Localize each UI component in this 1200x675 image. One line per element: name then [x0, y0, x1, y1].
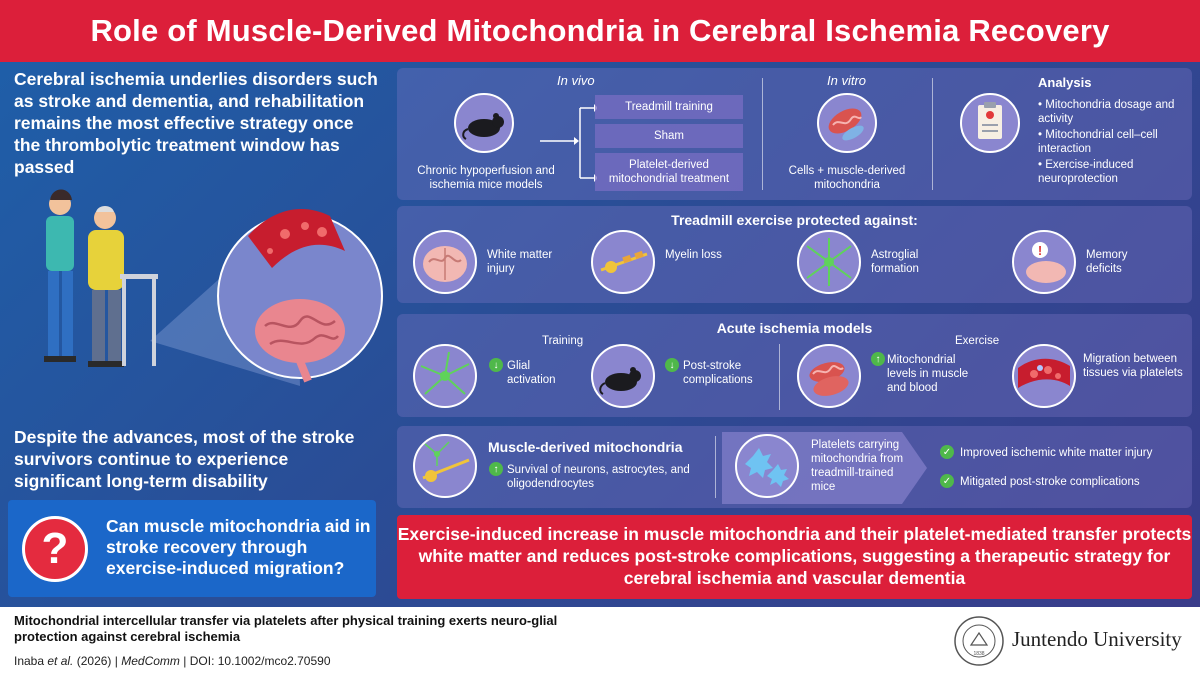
- sham-box: Sham: [595, 124, 743, 148]
- question-icon: ?: [22, 516, 88, 582]
- separator: |: [114, 654, 118, 668]
- neuron-icon: [413, 434, 477, 498]
- intro-text: Cerebral ischemia underlies disorders su…: [14, 69, 378, 177]
- treadmill-training-box: Treadmill training: [595, 95, 743, 119]
- brain-icon: [413, 230, 477, 294]
- divider: [779, 344, 780, 410]
- check-icon: ✓: [940, 445, 954, 459]
- clipboard-icon: [960, 93, 1020, 153]
- footer: Mitochondrial intercellular transfer via…: [0, 607, 1200, 675]
- training-label: Training: [542, 335, 584, 347]
- blood-vessel-icon: [1012, 344, 1076, 408]
- doi: DOI: 10.1002/mco2.70590: [189, 654, 331, 668]
- mouse-icon: [591, 344, 655, 408]
- analysis-item: • Exercise-induced neuroprotection: [1038, 159, 1134, 185]
- exercise-label: Exercise: [955, 335, 1000, 347]
- acute-heading: Acute ischemia models: [716, 320, 873, 336]
- treatment-arrows: [540, 104, 597, 182]
- patient-illustration: [44, 189, 383, 386]
- muscle-heading: Muscle-derived mitochondria: [488, 439, 683, 455]
- methods-panel: In vivo Chronic hypoperfusion and ischem…: [397, 68, 1192, 200]
- caregiver-figure: [44, 189, 76, 362]
- authors: Inaba: [14, 654, 45, 668]
- divider: [715, 436, 716, 498]
- arrow-up-icon: ↑: [489, 462, 503, 476]
- glial-activation-label: Glial activation: [507, 360, 556, 386]
- main-area: Cerebral ischemia underlies disorders su…: [0, 62, 1200, 607]
- seal-year: 1838: [973, 651, 984, 657]
- post-stroke-complications-label: Post-stroke complications: [683, 360, 753, 386]
- arrow-down-icon: ↓: [665, 358, 679, 372]
- acute-ischemia-panel: Acute ischemia models Training Exercise …: [397, 314, 1192, 417]
- migration-label: Migration between tissues via platelets: [1083, 353, 1183, 379]
- citation: Inaba et al. (2026) | MedComm | DOI: 10.…: [14, 654, 331, 668]
- neuron-icon: [591, 230, 655, 294]
- check-icon: ✓: [940, 474, 954, 488]
- research-question-box: ? Can muscle mitochondria aid in stroke …: [8, 500, 376, 597]
- patient-scene: [0, 156, 385, 406]
- mitochondria-icon: [797, 344, 861, 408]
- platelet-icon: [735, 434, 799, 498]
- conclusion-box: Exercise-induced increase in muscle mito…: [397, 515, 1192, 599]
- in-vitro-label: In vitro: [827, 73, 867, 88]
- in-vivo-label: In vivo: [557, 73, 595, 88]
- astrocyte-icon: [797, 230, 861, 294]
- arrow-down-icon: ↓: [489, 358, 503, 372]
- treadmill-panel: Treadmill exercise protected against: Wh…: [397, 206, 1192, 303]
- brain-icon: [255, 299, 345, 383]
- year: (2026): [76, 654, 112, 668]
- treadmill-heading: Treadmill exercise protected against:: [671, 212, 918, 228]
- et-al: et al.: [47, 654, 74, 668]
- white-matter-injury-label: White matter injury: [487, 249, 553, 275]
- cells-label: Cells + muscle-derived mitochondria: [788, 165, 906, 191]
- university-seal-icon: 1838: [954, 616, 1004, 666]
- survival-label: Survival of neurons, astrocytes, and oli…: [507, 464, 690, 490]
- conclusion-text: Exercise-induced increase in muscle mito…: [397, 524, 1192, 588]
- astroglial-formation-label: Astroglial formation: [871, 249, 919, 275]
- analysis-title: Analysis: [1038, 75, 1092, 90]
- astrocyte-icon: [413, 344, 477, 408]
- journal: MedComm: [121, 654, 180, 668]
- divider: [932, 78, 933, 190]
- paper-title: Mitochondrial intercellular transfer via…: [14, 613, 558, 644]
- university-name: Juntendo University: [1012, 627, 1182, 651]
- page-title: Role of Muscle-Derived Mitochondria in C…: [0, 0, 1200, 62]
- muscle-mitochondria-panel: Muscle-derived mitochondria ↑ Survival o…: [397, 426, 1192, 508]
- warning-icon: !: [1012, 230, 1076, 294]
- memory-deficits-label: Memory deficits: [1086, 249, 1128, 275]
- analysis-item: • Mitochondrial cell–cell interaction: [1038, 129, 1158, 155]
- blood-vessel-icon: [248, 208, 345, 268]
- myelin-loss-label: Myelin loss: [665, 249, 722, 261]
- disability-text: Despite the advances, most of the stroke…: [14, 427, 355, 491]
- elderly-man-figure: [88, 206, 124, 367]
- mouse-icon: [454, 93, 514, 153]
- divider: [762, 78, 763, 190]
- walker-icon: [120, 274, 158, 366]
- mice-models-label: Chronic hypoperfusion and ischemia mice …: [417, 165, 555, 191]
- outcome-item: Improved ischemic white matter injury: [960, 447, 1153, 459]
- separator: |: [183, 654, 187, 668]
- mitochondria-icon: [817, 93, 877, 153]
- mitochondrial-levels-label: Mitochondrial levels in muscle and blood: [887, 354, 969, 394]
- platelets-label: Platelets carrying mitochondria from tre…: [811, 439, 904, 493]
- outcome-item: Mitigated post-stroke complications: [960, 476, 1140, 488]
- platelet-treatment-box: Platelet-derived mitochondrial treatment: [595, 153, 743, 191]
- research-question: Can muscle mitochondria aid in stroke re…: [106, 516, 371, 578]
- arrow-up-icon: ↑: [871, 352, 885, 366]
- analysis-item: • Mitochondria dosage and activity: [1038, 99, 1175, 125]
- svg-text:!: !: [1038, 243, 1042, 258]
